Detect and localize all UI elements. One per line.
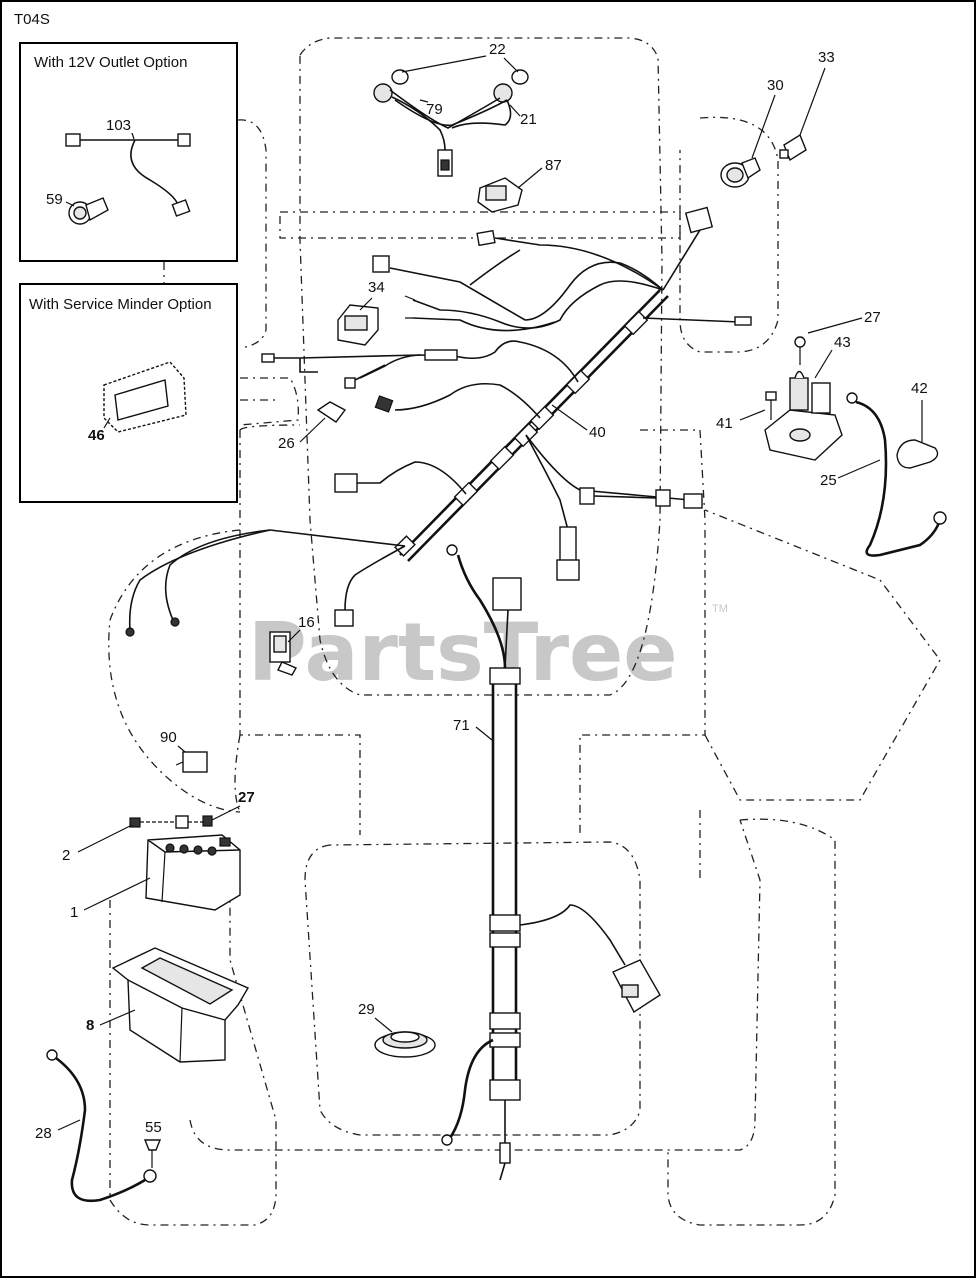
- headlight-harness: 22 79 21: [373, 41, 537, 177]
- callout-28: 28: [35, 1125, 52, 1142]
- fuse-26: 26: [278, 401, 347, 452]
- boot-42: 42: [896, 380, 939, 469]
- tractor-outline: [108, 37, 941, 1226]
- callout-26: 26: [278, 435, 295, 452]
- callout-79: 79: [426, 101, 443, 118]
- callout-34: 34: [368, 279, 385, 296]
- solenoid-43: 43 27: [764, 309, 881, 461]
- diagram-code: T04S: [14, 11, 50, 28]
- switch-34: 34: [337, 279, 385, 346]
- grommet-29: 29: [358, 1001, 436, 1058]
- nut-27: 27: [202, 789, 255, 827]
- part-90: 90: [160, 729, 208, 773]
- callout-59: 59: [46, 191, 63, 208]
- battery-1: 1: [70, 834, 241, 921]
- key-33: 33: [779, 49, 835, 162]
- callout-46: 46: [88, 427, 105, 444]
- inset-outlet-title: With 12V Outlet Option: [34, 54, 187, 71]
- callout-16: 16: [298, 614, 315, 631]
- bolt-41: 41: [716, 391, 777, 432]
- callout-43: 43: [834, 334, 851, 351]
- callout-2: 2: [62, 847, 70, 864]
- bolt-55: 55: [143, 1119, 162, 1168]
- ignition-switch-30: 30: [720, 77, 784, 188]
- callout-42: 42: [911, 380, 928, 397]
- callout-27a: 27: [864, 309, 881, 326]
- service-minder-46: 46: [88, 361, 187, 444]
- battery-tray-8: 8: [86, 947, 250, 1063]
- cable-28: 28: [35, 1049, 157, 1203]
- harness-71: 71: [441, 544, 661, 1181]
- callout-87: 87: [545, 157, 562, 174]
- callout-33: 33: [818, 49, 835, 66]
- outlet-59: 59: [46, 191, 109, 225]
- main-harness-40: 40: [125, 206, 752, 637]
- callout-55: 55: [145, 1119, 162, 1136]
- callout-30: 30: [767, 77, 784, 94]
- callout-103: 103: [106, 117, 131, 134]
- inset-service-minder-option: With Service Minder Option 46: [19, 283, 238, 503]
- watermark-tm: TM: [712, 603, 728, 615]
- callout-25: 25: [820, 472, 837, 489]
- callout-21: 21: [520, 111, 537, 128]
- watermark: PartsTree: [248, 606, 678, 699]
- cable-25: 25: [820, 392, 947, 557]
- outlet-harness-103: 103: [65, 117, 191, 217]
- callout-22: 22: [489, 41, 506, 58]
- callout-71: 71: [453, 717, 470, 734]
- relay-87: 87: [477, 157, 562, 213]
- callout-41: 41: [716, 415, 733, 432]
- inset-outlet-option: With 12V Outlet Option 103 59: [19, 42, 238, 262]
- callout-29: 29: [358, 1001, 375, 1018]
- inset-service-minder-title: With Service Minder Option: [29, 296, 212, 313]
- bolt-2: 2: [62, 815, 210, 864]
- callout-8: 8: [86, 1017, 94, 1034]
- callout-40: 40: [589, 424, 606, 441]
- connector-16: 16: [269, 614, 315, 676]
- callout-90: 90: [160, 729, 177, 746]
- callout-27b: 27: [238, 789, 255, 806]
- callout-1: 1: [70, 904, 78, 921]
